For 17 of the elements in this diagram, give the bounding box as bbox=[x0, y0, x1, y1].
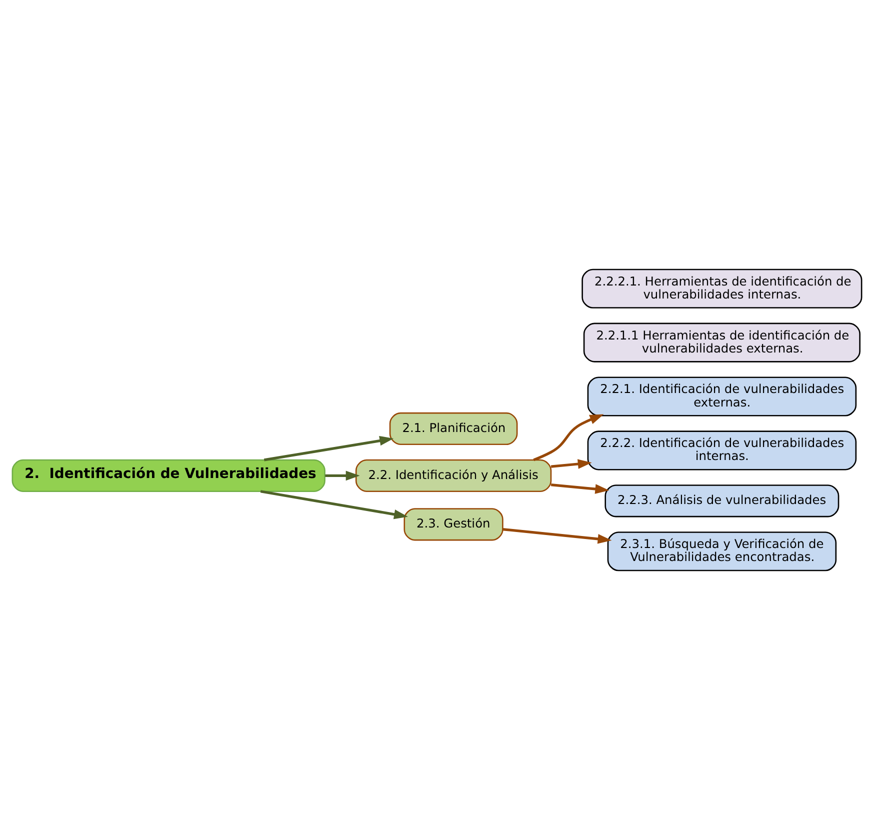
node-box: 2.2.2.1. Herramientas de identificación de vulnerabilidades internas. bbox=[582, 268, 862, 308]
node-box: 2.2.1.1 Herramientas de identificación de vulnerabilidades externas. bbox=[583, 322, 860, 362]
arrow bbox=[550, 484, 610, 494]
arrow bbox=[533, 414, 604, 462]
arrow bbox=[264, 436, 394, 462]
arrow bbox=[550, 459, 592, 469]
node-box: 2. Identificación de Vulnerabilidades bbox=[12, 459, 326, 492]
arrow bbox=[260, 490, 408, 520]
node-box: 2.2. Identificación y Análisis bbox=[355, 459, 552, 492]
node-box: 2.1. Planificación bbox=[389, 412, 518, 446]
arrow bbox=[325, 470, 360, 481]
arrow bbox=[502, 528, 612, 544]
node-box: 2.3. Gestión bbox=[404, 508, 504, 541]
node-box: 2.2.1. Identificación de vulnerabilidades externas. bbox=[587, 376, 857, 416]
node-box: 2.2.3. Análisis de vulnerabilidades bbox=[604, 484, 840, 518]
node-box: 2.3.1. Búsqueda y Verificación de Vulnerabilidades encontradas. bbox=[607, 532, 837, 572]
node-box: 2.2.2. Identificación de vulnerabilidades internas. bbox=[587, 430, 857, 470]
